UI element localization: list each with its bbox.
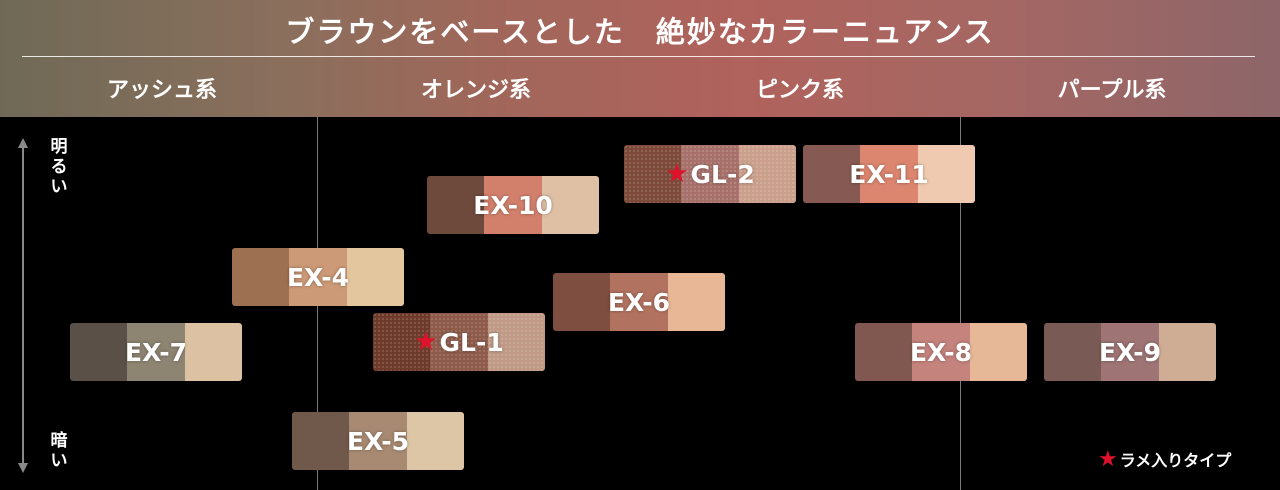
category-orange: オレンジ系 bbox=[420, 78, 532, 103]
header-banner: ブラウンをベースとした 絶妙なカラーニュアンス アッシュ系 オレンジ系 ピンク系… bbox=[0, 0, 1280, 117]
palette-label: EX-10 bbox=[427, 176, 599, 234]
palette-name: EX-5 bbox=[346, 426, 410, 456]
color-chip bbox=[860, 145, 918, 203]
category-purple: パープル系 bbox=[1057, 78, 1167, 103]
palette-name: GL-2 bbox=[690, 159, 755, 189]
category-ash: アッシュ系 bbox=[106, 78, 218, 103]
palette-name: EX-6 bbox=[607, 287, 671, 317]
color-chip bbox=[681, 145, 739, 203]
legend: ★ラメ入りタイプ bbox=[1098, 447, 1231, 472]
palette-name: EX-7 bbox=[124, 337, 188, 367]
palette-swatch-ex-11: EX-11 bbox=[803, 145, 975, 203]
color-chip bbox=[969, 323, 1027, 381]
page-title: ブラウンをベースとした 絶妙なカラーニュアンス bbox=[285, 15, 995, 49]
palette-label: EX-9 bbox=[1044, 323, 1216, 381]
palette-name: EX-4 bbox=[286, 262, 350, 292]
category-divider bbox=[960, 117, 961, 490]
axis-label-dark: 暗い bbox=[50, 431, 68, 471]
palette-label: EX-11 bbox=[803, 145, 975, 203]
star-icon: ★ bbox=[414, 327, 438, 357]
palette-name: EX-9 bbox=[1098, 337, 1162, 367]
color-chip bbox=[1101, 323, 1159, 381]
color-chip bbox=[917, 145, 975, 203]
color-chip bbox=[855, 323, 913, 381]
palette-label: ★GL-2 bbox=[624, 145, 796, 203]
color-chip bbox=[427, 176, 485, 234]
star-icon: ★ bbox=[1098, 447, 1118, 472]
color-chip bbox=[738, 145, 796, 203]
color-chip bbox=[803, 145, 861, 203]
color-chip bbox=[1044, 323, 1102, 381]
palette-swatch-gl-2: ★GL-2 bbox=[624, 145, 796, 203]
color-chip bbox=[541, 176, 599, 234]
color-chip bbox=[484, 176, 542, 234]
header-divider bbox=[22, 56, 1255, 57]
palette-label: EX-4 bbox=[232, 248, 404, 306]
palette-swatch-ex-5: EX-5 bbox=[292, 412, 464, 470]
brightness-axis-arrow bbox=[18, 138, 28, 473]
color-chip bbox=[610, 273, 668, 331]
palette-swatch-ex-7: EX-7 bbox=[70, 323, 242, 381]
palette-swatch-ex-8: EX-8 bbox=[855, 323, 1027, 381]
legend-text: ラメ入りタイプ bbox=[1119, 451, 1232, 470]
color-chip bbox=[667, 273, 725, 331]
color-chip bbox=[624, 145, 682, 203]
color-chip bbox=[70, 323, 128, 381]
color-chip bbox=[346, 248, 404, 306]
palette-name: EX-11 bbox=[849, 159, 929, 189]
palette-swatch-ex-4: EX-4 bbox=[232, 248, 404, 306]
category-pink: ピンク系 bbox=[755, 78, 845, 103]
color-chip bbox=[1158, 323, 1216, 381]
color-chip bbox=[406, 412, 464, 470]
star-icon: ★ bbox=[665, 159, 689, 189]
palette-name: GL-1 bbox=[439, 327, 504, 357]
color-chip bbox=[373, 313, 431, 371]
palette-label: EX-5 bbox=[292, 412, 464, 470]
color-chip bbox=[487, 313, 545, 371]
color-chip bbox=[289, 248, 347, 306]
color-chip bbox=[232, 248, 290, 306]
palette-swatch-gl-1: ★GL-1 bbox=[373, 313, 545, 371]
palette-swatch-ex-6: EX-6 bbox=[553, 273, 725, 331]
color-chip bbox=[184, 323, 242, 381]
color-chip bbox=[430, 313, 488, 371]
palette-label: EX-7 bbox=[70, 323, 242, 381]
palette-name: EX-8 bbox=[909, 337, 973, 367]
color-chip bbox=[553, 273, 611, 331]
palette-label: EX-6 bbox=[553, 273, 725, 331]
palette-label: EX-8 bbox=[855, 323, 1027, 381]
palette-swatch-ex-9: EX-9 bbox=[1044, 323, 1216, 381]
palette-name: EX-10 bbox=[473, 190, 553, 220]
color-chip bbox=[127, 323, 185, 381]
palette-swatch-ex-10: EX-10 bbox=[427, 176, 599, 234]
color-chip bbox=[912, 323, 970, 381]
palette-label: ★GL-1 bbox=[373, 313, 545, 371]
color-chip bbox=[292, 412, 350, 470]
axis-label-bright: 明るい bbox=[50, 137, 68, 197]
color-chip bbox=[349, 412, 407, 470]
